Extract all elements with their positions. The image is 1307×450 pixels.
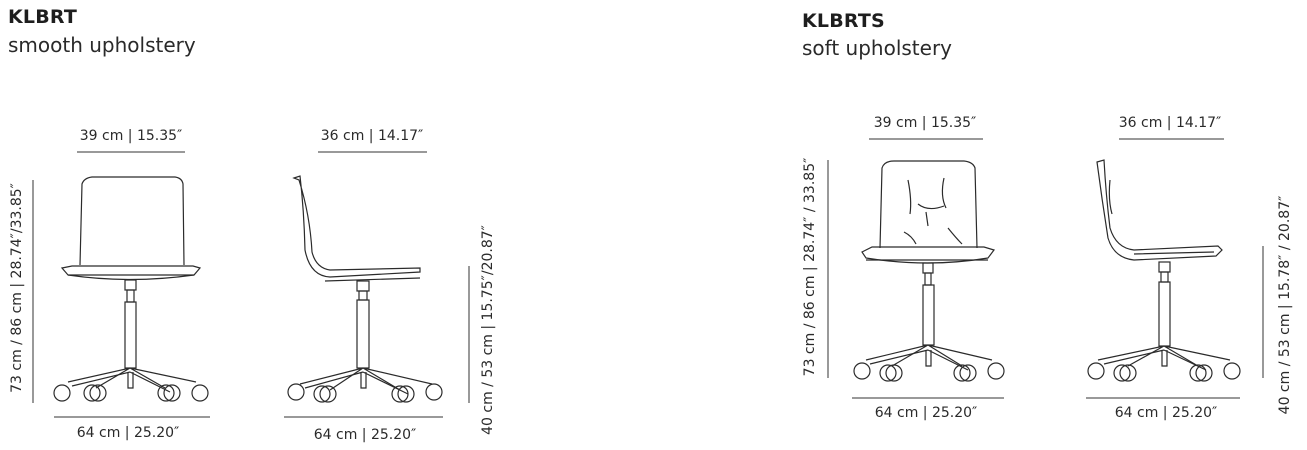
side-depth-label-klbrt: 36 cm | 14.17″: [320, 128, 424, 144]
product-code-klbrt: KLBRT: [8, 6, 78, 28]
product-code-klbrts: KLBRTS: [802, 10, 885, 32]
chair-backrest: [879, 160, 978, 249]
chair-seat-back-shell: [1096, 159, 1223, 261]
chair-side-view-klbrts: [1086, 138, 1264, 399]
chair-backrest: [79, 176, 185, 266]
chair-front-view-klbrts: [827, 138, 1005, 399]
chair-seat-back-shell: [292, 175, 421, 278]
side-base-label-klbrts: 64 cm | 25.20″: [1114, 405, 1218, 421]
upholstery-creases: [903, 177, 963, 245]
front-width-label-klbrts: 39 cm | 15.35″: [873, 115, 977, 131]
chair-seat: [60, 265, 202, 281]
side-depth-label-klbrts: 36 cm | 14.17″: [1118, 115, 1222, 131]
upholstery-label-klbrts: soft upholstery: [802, 36, 953, 60]
chair-side-view-klbrt: [284, 151, 470, 418]
front-width-label-klbrt: 39 cm | 15.35″: [79, 128, 183, 144]
chair-front-view-klbrt: [32, 151, 210, 418]
front-base-label-klbrts: 64 cm | 25.20″: [874, 405, 978, 421]
side-base-label-klbrt: 64 cm | 25.20″: [313, 427, 417, 443]
front-base-label-klbrt: 64 cm | 25.20″: [76, 425, 180, 441]
upholstery-label-klbrt: smooth upholstery: [8, 33, 196, 57]
